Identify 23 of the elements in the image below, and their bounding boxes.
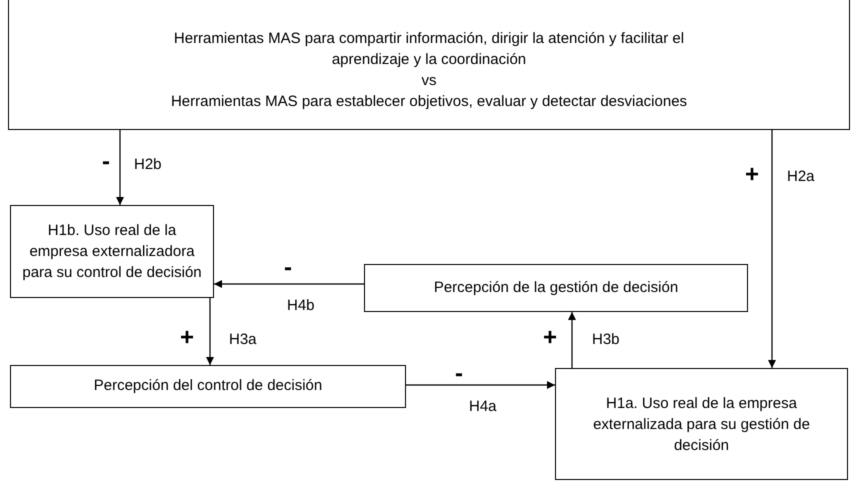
arrow <box>206 298 214 365</box>
box-text: Percepción del control de decisión <box>94 376 322 396</box>
sign-label: + <box>180 326 194 350</box>
text-box <box>555 368 848 480</box>
sign-label: + <box>543 326 558 350</box>
arrow <box>768 130 776 368</box>
box-text: H1b. Uso real de la empresa externalizadora para su control de decisión <box>21 221 203 283</box>
box-text: H1a. Uso real de la empresa externalizada para su gestión de decisión <box>592 394 811 456</box>
sign-label: - <box>455 362 463 386</box>
text-box <box>10 365 406 408</box>
box-text: Percepción de la gestión de decisión <box>434 278 678 298</box>
arrow <box>116 130 124 205</box>
sign-label: - <box>284 256 292 280</box>
text-box <box>10 205 214 298</box>
arrow <box>568 312 576 368</box>
box-text: Herramientas MAS para establecer objetivos, evaluar y detectar desviaciones <box>170 92 688 112</box>
arrow <box>214 280 364 288</box>
arrow <box>406 381 555 389</box>
sign-label: - <box>102 150 110 174</box>
sign-label: + <box>745 163 760 187</box>
box-text: vs <box>422 71 436 91</box>
text-box <box>364 264 748 312</box>
text-box <box>8 0 850 130</box>
